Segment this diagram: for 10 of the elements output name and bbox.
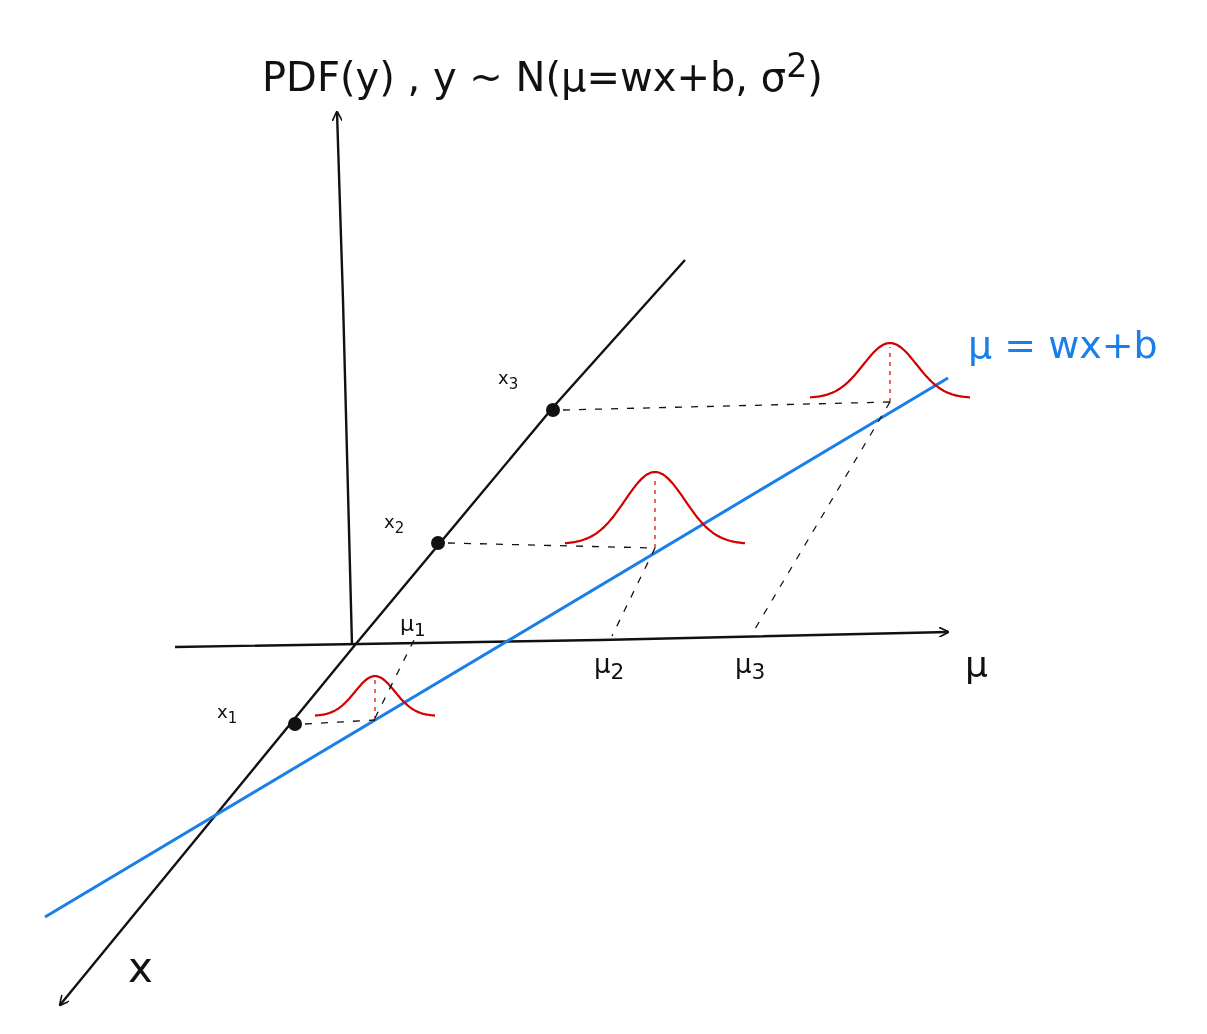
- axis-label: x: [128, 945, 153, 992]
- tick-label: μ$_{1}$: [400, 612, 426, 641]
- point-label: x$_{3}$: [498, 368, 519, 393]
- tick-label: μ$_{2}$: [594, 650, 625, 684]
- title-formula: PDF(y) , y ~ N(μ=wx+b, σ$^{2}$): [262, 48, 823, 100]
- line-equation: μ = wx+b: [968, 325, 1158, 367]
- point-label: x$_{1}$: [217, 702, 238, 727]
- tick-label: μ$_{3}$: [735, 650, 766, 684]
- point-label: x$_{2}$: [384, 512, 405, 537]
- axis-label: μ: [965, 645, 988, 685]
